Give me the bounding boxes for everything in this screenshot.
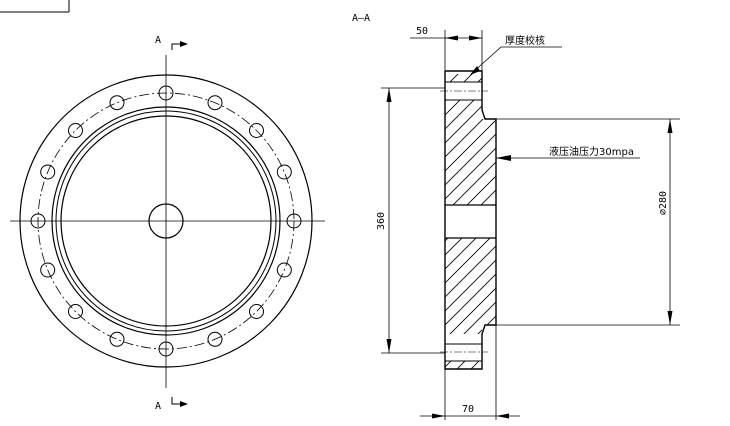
hatch-upper-body: [445, 100, 482, 205]
bolt-hole: [249, 123, 264, 138]
bolt-hole: [276, 262, 292, 278]
section-view-title: A—A: [352, 13, 370, 24]
bolt-hole: [68, 123, 83, 138]
bolt-hole: [40, 164, 56, 180]
bolt-hole: [207, 95, 223, 111]
section-view: A—A 50: [352, 13, 680, 420]
dim-height-value: 360: [376, 212, 387, 230]
bolt-hole: [249, 304, 264, 319]
step-circle-mid: [55, 110, 277, 332]
hatch-hub-upper: [482, 119, 496, 205]
hatch-hub-lower: [482, 238, 496, 325]
bolt-hole: [30, 213, 46, 229]
bolt-hole: [109, 95, 125, 111]
outer-flange-circle: [19, 74, 313, 368]
bolt-hole: [158, 341, 174, 357]
bolt-pitch-circle: [37, 92, 295, 350]
dim-diameter-value: ⌀280: [658, 191, 669, 215]
section-marker-top: A: [155, 35, 188, 50]
dim-top-value: 50: [416, 26, 428, 37]
center-bore-circle: [148, 203, 184, 239]
thickness-note: 厚度校核: [470, 34, 562, 75]
title-block-corner: [0, 0, 70, 13]
dimension-360: 360: [376, 87, 445, 354]
section-marker-bottom: A: [155, 397, 188, 412]
pressure-note: 液压油压力30mpa: [496, 145, 640, 161]
dimension-diameter-280: ⌀280: [496, 118, 680, 326]
bolt-hole: [40, 262, 56, 278]
step-circle-inner: [60, 115, 272, 327]
note-thickness: 厚度校核: [505, 34, 545, 47]
hatch-flange-top: [445, 74, 482, 82]
front-view: A A: [10, 35, 325, 412]
dimension-70: 70: [420, 325, 520, 420]
bolt-hole: [158, 85, 174, 101]
section-label-bottom: A: [155, 401, 161, 412]
bolt-holes-group: [30, 85, 302, 357]
note-pressure: 液压油压力30mpa: [549, 145, 634, 158]
section-label-top: A: [155, 35, 161, 46]
step-circle-outer: [51, 106, 281, 336]
bolt-hole: [68, 304, 83, 319]
bolt-hole: [286, 213, 302, 229]
dimension-50: 50: [410, 26, 483, 71]
dim-bottom-value: 70: [462, 404, 474, 415]
hatch-lower-body: [445, 238, 482, 334]
hatch-flange-bottom: [445, 361, 482, 369]
bolt-hole: [109, 331, 125, 347]
bolt-hole: [207, 331, 223, 347]
bolt-hole: [276, 164, 292, 180]
